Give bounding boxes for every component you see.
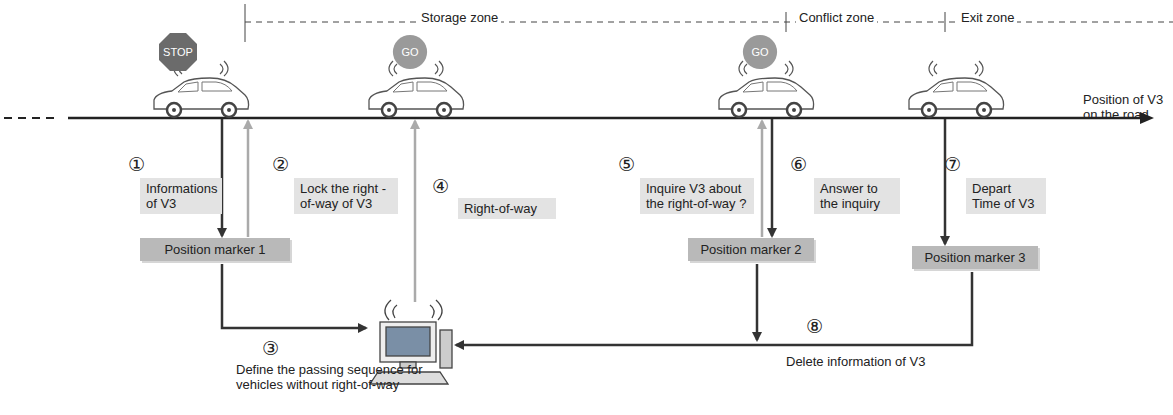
node-text: Informations of V3	[146, 181, 218, 211]
position-marker: Position marker 1	[140, 238, 290, 261]
node-text: GO	[401, 45, 418, 60]
callout-number: ①	[128, 154, 145, 174]
node-text: Answer to the inquiry	[820, 181, 880, 211]
callout-number: ④	[432, 176, 449, 196]
step-box: Right-of-way	[458, 198, 556, 219]
callout-number: ③	[262, 338, 279, 358]
node-text: Depart Time of V3	[972, 181, 1034, 211]
go-sign: GO	[392, 34, 428, 70]
axis-label: Position of V3 on the road	[1083, 92, 1169, 122]
go-sign: GO	[742, 34, 778, 70]
node-text: GO	[751, 45, 768, 60]
callout-number: ⑤	[618, 154, 635, 174]
step-box: Inquire V3 about the right-of-way ?	[640, 178, 754, 214]
step-box: Depart Time of V3	[966, 178, 1046, 214]
step-box: Lock the right -of-way of V3	[294, 178, 398, 214]
node-text: Lock the right -of-way of V3	[300, 181, 386, 211]
node-text: Right-of-way	[464, 201, 537, 216]
step-note: Delete information of V3	[786, 354, 956, 369]
node-text: Inquire V3 about the right-of-way ?	[646, 181, 746, 211]
node-text: Position marker 3	[924, 250, 1025, 265]
stop-sign: STOP	[158, 32, 198, 72]
position-marker: Position marker 3	[912, 246, 1038, 269]
callout-number: ⑥	[790, 154, 807, 174]
zone-label: Conflict zone	[796, 10, 877, 25]
node-text: Position marker 1	[164, 242, 265, 257]
step-box: Informations of V3	[140, 178, 222, 214]
step-box: Answer to the inquiry	[814, 178, 900, 214]
position-marker: Position marker 2	[688, 238, 814, 261]
node-text: Position marker 2	[700, 242, 801, 257]
callout-number: ⑦	[944, 154, 961, 174]
zone-label: Storage zone	[418, 10, 501, 25]
node-text: STOP	[163, 45, 193, 60]
callout-number: ②	[272, 154, 289, 174]
callout-number: ⑧	[806, 316, 823, 336]
zone-label: Exit zone	[958, 10, 1017, 25]
step-note: Define the passing sequence for vehicles…	[236, 362, 466, 392]
